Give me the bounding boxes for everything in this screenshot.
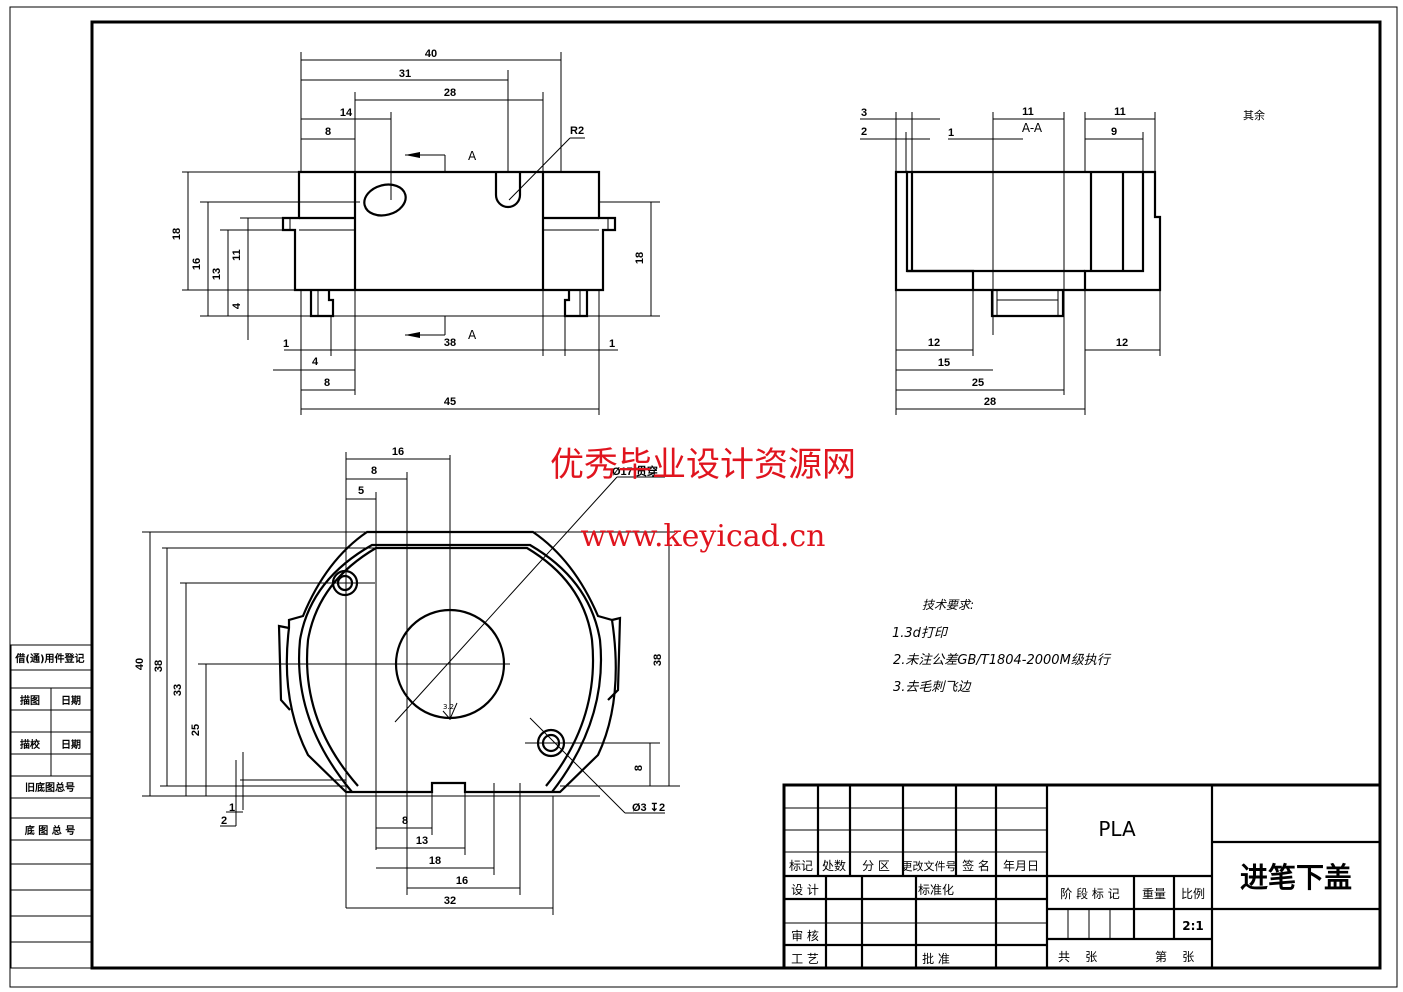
radius-note: R2 [570, 125, 584, 137]
section-mark: A [468, 328, 477, 342]
dim-label: 25 [190, 724, 202, 736]
scale-value: 2:1 [1182, 919, 1204, 933]
total-sheets-label: 共 张 [1058, 950, 1097, 964]
title-block-header: 标记 [789, 859, 813, 873]
dim-label: 13 [211, 268, 223, 280]
dim-label: 40 [425, 48, 437, 60]
dim-label: 3 [861, 107, 867, 119]
dim-label: 18 [634, 252, 646, 264]
review-label: 审 核 [791, 928, 819, 943]
dim-label: 5 [358, 485, 364, 497]
dim-label: 2 [221, 815, 227, 827]
hole-note-small: Ø3 ↧2 [632, 802, 665, 814]
side-panel-label: 日期 [61, 694, 81, 707]
section-view: A-A 3 2 1 11 11 9 [860, 106, 1162, 415]
dim-label: 33 [172, 684, 184, 696]
title-block-header: 更改文件号 [902, 859, 957, 873]
hole-note-large: Ø17 贯穿 [612, 464, 658, 478]
title-block-header: 分 区 [862, 859, 890, 873]
dim-label: 4 [231, 302, 243, 309]
dim-label: 8 [324, 377, 330, 389]
section-label: A-A [1022, 121, 1043, 135]
approve-label: 批 准 [922, 951, 950, 966]
dim-label: 28 [984, 396, 996, 408]
dim-label: 1 [948, 127, 954, 139]
title-block-header: 处数 [822, 858, 846, 873]
tech-requirement-item: 2.未注公差GB/T1804-2000M级执行 [893, 653, 1112, 668]
roughness-note: 其余 [1243, 108, 1265, 122]
standardize-label: 标准化 [918, 883, 954, 897]
ratio-label: 比例 [1181, 887, 1205, 901]
weight-label: 重量 [1142, 887, 1166, 901]
dim-label: 2 [861, 126, 867, 138]
side-panel: 借(通)用件登记 描图 日期 描校 日期 旧底图总号 底 图 总 号 [10, 644, 93, 969]
dim-label: 45 [444, 396, 456, 408]
design-label: 设 计 [791, 883, 819, 897]
dim-label: 8 [371, 465, 377, 477]
dim-label: 12 [928, 337, 940, 349]
dim-label: 13 [416, 835, 428, 847]
surface-finish-value: 3.2 [443, 703, 454, 711]
part-name: 进笔下盖 [1240, 861, 1352, 894]
bottom-view: Ø17 贯穿 3.2 Ø3 ↧2 16 8 5 [134, 446, 680, 915]
dim-label: 28 [444, 87, 456, 99]
side-panel-label: 旧底图总号 [25, 781, 75, 794]
dim-label: 11 [1022, 106, 1034, 118]
dim-label: 12 [1116, 337, 1128, 349]
dim-label: 16 [191, 258, 203, 270]
dim-label: 8 [402, 815, 408, 827]
tech-requirements: 技术要求: 1.3d打印 2.未注公差GB/T1804-2000M级执行 3.去… [892, 598, 1112, 695]
dim-label: 25 [972, 377, 984, 389]
dim-label: 11 [231, 249, 243, 261]
front-view: R2 A A 40 31 28 14 8 [171, 48, 660, 415]
drawing-frame [90, 20, 1382, 970]
stage-mark-label: 阶 段 标 记 [1060, 886, 1119, 901]
dim-label: 9 [1111, 126, 1117, 138]
tech-requirement-item: 3.去毛刺飞边 [893, 680, 972, 695]
dim-label: 31 [399, 68, 411, 80]
watermark-title: 优秀毕业设计资源网 [550, 445, 856, 485]
dim-label: 1 [283, 338, 289, 350]
title-block-header: 年月日 [1003, 859, 1039, 873]
dim-label: 32 [444, 895, 456, 907]
dim-label: 15 [938, 357, 950, 369]
dim-label: 18 [429, 855, 441, 867]
outer-border [9, 6, 1398, 988]
dim-label: 18 [171, 228, 183, 240]
dim-label: 16 [456, 875, 468, 887]
dim-label: 8 [325, 126, 331, 138]
dim-label: 16 [392, 446, 404, 458]
process-label: 工 艺 [791, 952, 819, 966]
section-mark: A [468, 149, 477, 163]
material-label: PLA [1098, 817, 1136, 841]
dim-label: 38 [153, 660, 165, 672]
dim-label: 11 [1114, 106, 1126, 118]
side-panel-label: 描校 [20, 738, 41, 751]
sheet-number-label: 第 张 [1155, 950, 1194, 964]
dim-label: 8 [633, 765, 645, 771]
side-panel-label: 日期 [61, 738, 81, 751]
title-block-header: 签 名 [962, 858, 990, 873]
dim-label: 1 [229, 802, 235, 814]
side-panel-label: 底 图 总 号 [25, 824, 75, 837]
dim-label: 38 [652, 654, 664, 666]
dim-label: 40 [134, 658, 146, 670]
dim-label: 38 [444, 337, 456, 349]
tech-requirements-title: 技术要求: [922, 598, 974, 612]
dim-label: 14 [340, 107, 353, 119]
title-block: 标记 处数 分 区 更改文件号 签 名 年月日 设 计 标准化 审 核 工 艺 … [782, 783, 1382, 970]
dim-label: 1 [609, 338, 615, 350]
side-panel-label: 借(通)用件登记 [14, 652, 84, 665]
watermark-url: www.keyicad.cn [580, 519, 825, 554]
side-panel-label: 描图 [20, 694, 40, 707]
dim-label: 4 [312, 356, 319, 368]
tech-requirement-item: 1.3d打印 [892, 626, 949, 641]
